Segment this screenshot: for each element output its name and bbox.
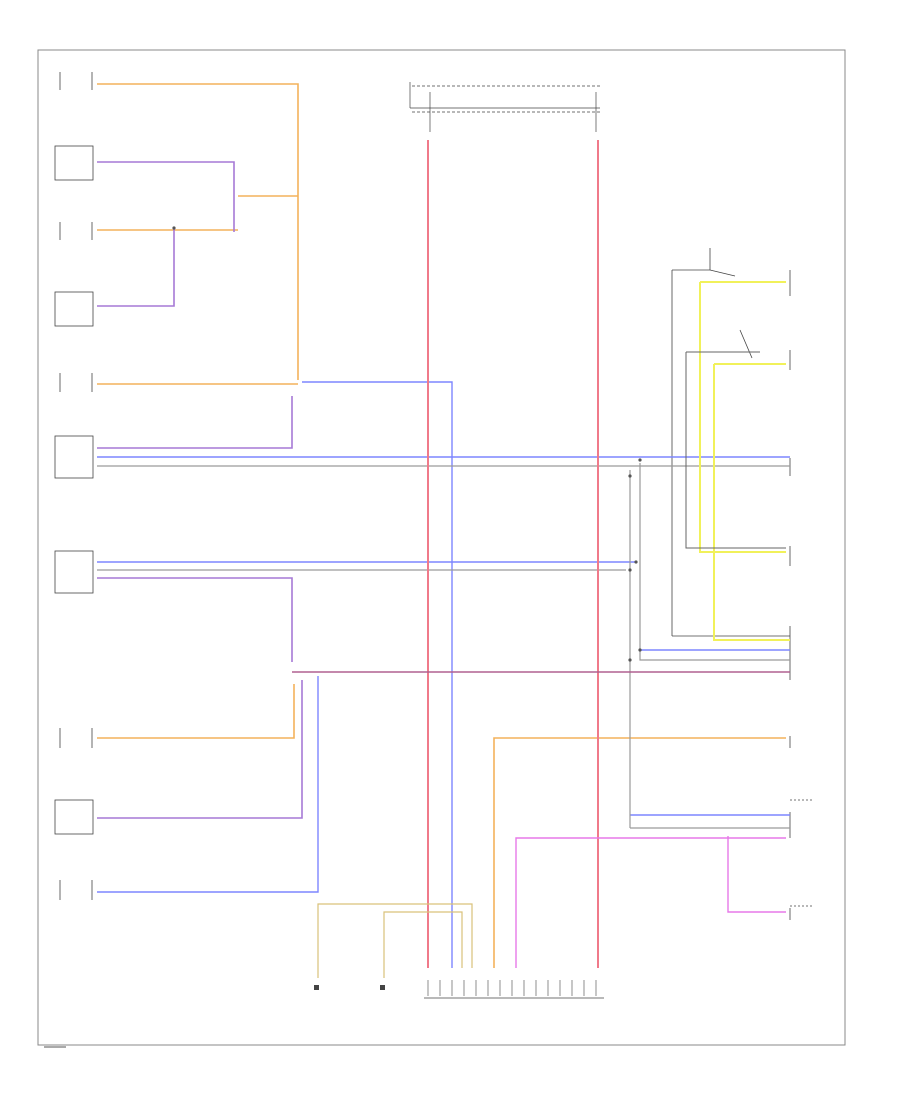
wires-violet xyxy=(97,161,303,819)
wires-blue xyxy=(97,381,790,968)
diagnostic-connector xyxy=(424,980,604,999)
right-components xyxy=(671,248,812,920)
wires-yellow xyxy=(699,281,790,641)
ground-points xyxy=(314,985,385,990)
wires-orange xyxy=(97,83,786,968)
splices xyxy=(172,226,642,662)
wires-gray xyxy=(97,463,790,829)
wires-red xyxy=(427,140,599,968)
diagram-frame xyxy=(37,49,846,1046)
left-components xyxy=(54,72,94,900)
wires-pink xyxy=(515,836,786,968)
wires-tan xyxy=(317,903,473,978)
wires-dark xyxy=(685,351,786,549)
fuse-blocks xyxy=(409,82,600,132)
